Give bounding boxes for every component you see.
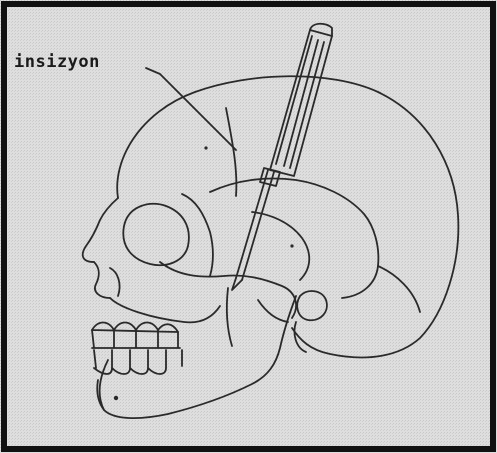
skull-mark bbox=[290, 244, 293, 247]
mental-foramen bbox=[114, 396, 118, 400]
temporal-mark bbox=[204, 146, 207, 149]
incision-label: insizyon bbox=[14, 54, 100, 71]
